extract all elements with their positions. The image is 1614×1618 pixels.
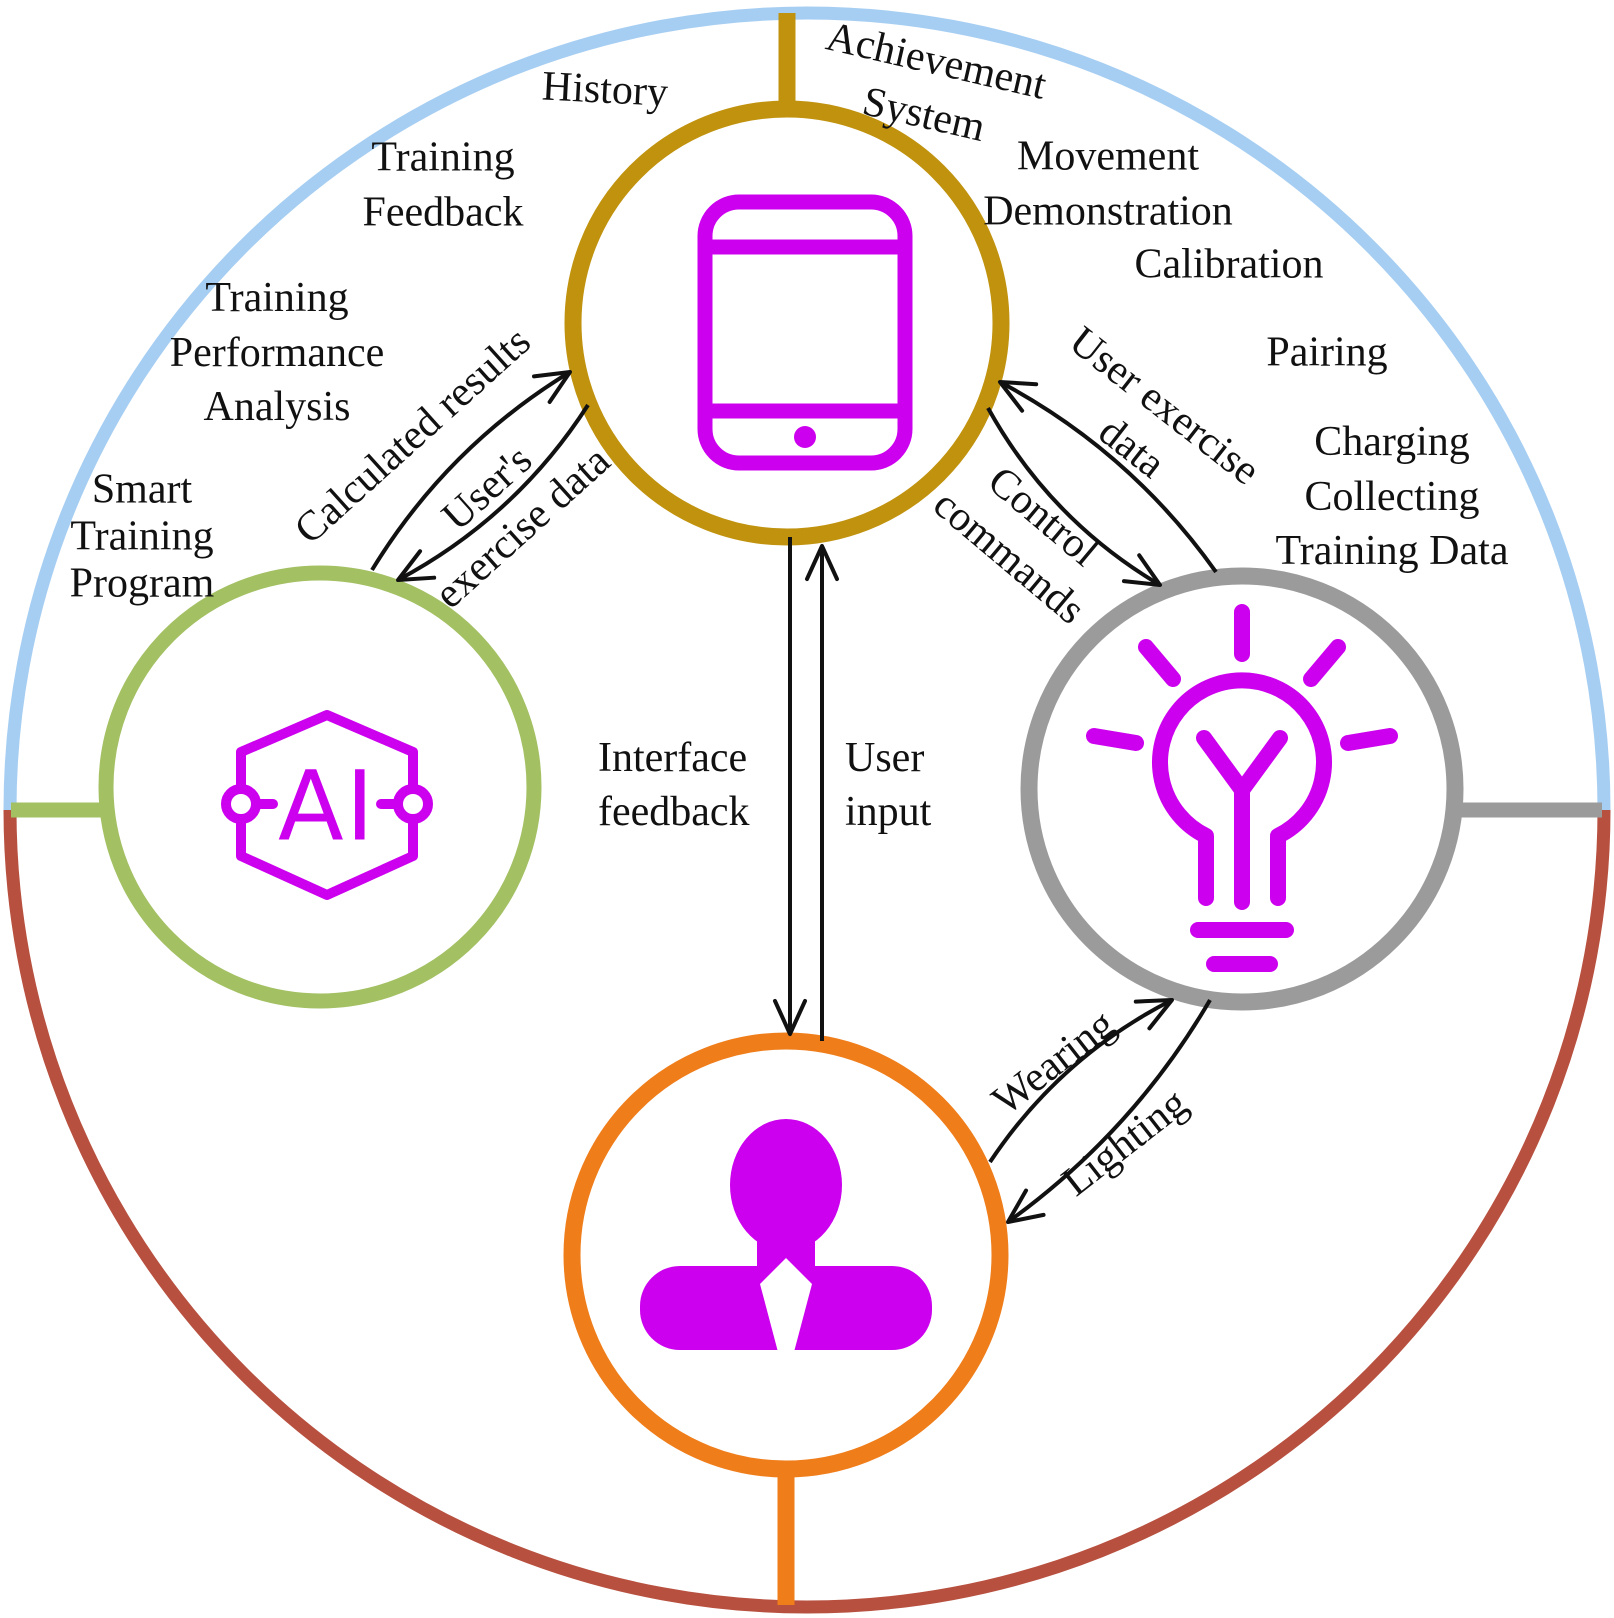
label-line: Charging (1314, 419, 1470, 466)
label-smart-training-program: Smart Training Program (70, 466, 215, 607)
label-interface-feedback: Interface feedback (598, 731, 750, 839)
label-line: Training (70, 513, 214, 560)
label-history: History (540, 63, 670, 116)
ai-icon-text: AI (278, 750, 376, 863)
label-line: Collecting (1304, 473, 1480, 520)
label-line: feedback (598, 789, 750, 835)
label-line: Demonstration (983, 188, 1233, 234)
arrow-user-exercise-data (998, 380, 1218, 574)
ai-node-circle (98, 565, 542, 1009)
outer-arc-top (3, 6, 1611, 811)
label-calibration: Calibration (1134, 241, 1324, 288)
arrow-lighting (1006, 998, 1212, 1224)
label-training-feedback: Training Feedback (363, 130, 524, 239)
label-line: Feedback (362, 189, 524, 235)
label-line: Interface (598, 735, 748, 781)
label-line: Movement (1017, 133, 1199, 180)
label-line: input (845, 789, 932, 835)
label-line: Program (69, 560, 215, 607)
label-line: User (845, 735, 925, 781)
arrow-calculated-results (370, 370, 572, 572)
label-line: Analysis (203, 384, 351, 431)
label-movement-demonstration: Movement Demonstration (983, 129, 1233, 238)
tablet-icon (697, 194, 913, 471)
arrow-wearing (988, 998, 1174, 1164)
label-line: Training Data (1275, 528, 1509, 575)
lightbulb-icon (1086, 604, 1398, 972)
label-line: Performance (169, 329, 385, 376)
label-line: Smart (91, 466, 193, 513)
label-line: Training (371, 134, 515, 181)
outer-arc-bottom (3, 809, 1611, 1614)
label-training-performance-analysis: Training Performance Analysis (170, 271, 385, 435)
label-line: Training (205, 275, 349, 322)
arrow-users-exercise-data (396, 403, 590, 582)
arrow-control-commands (986, 407, 1162, 587)
label-user-input: User input (845, 731, 931, 839)
app-node-circle (564, 100, 1010, 546)
ai-chip-icon (221, 710, 433, 900)
label-pairing: Pairing (1266, 329, 1388, 376)
label-charging-collecting-training-data: Charging Collecting Training Data (1276, 415, 1509, 579)
person-icon (640, 1119, 932, 1356)
